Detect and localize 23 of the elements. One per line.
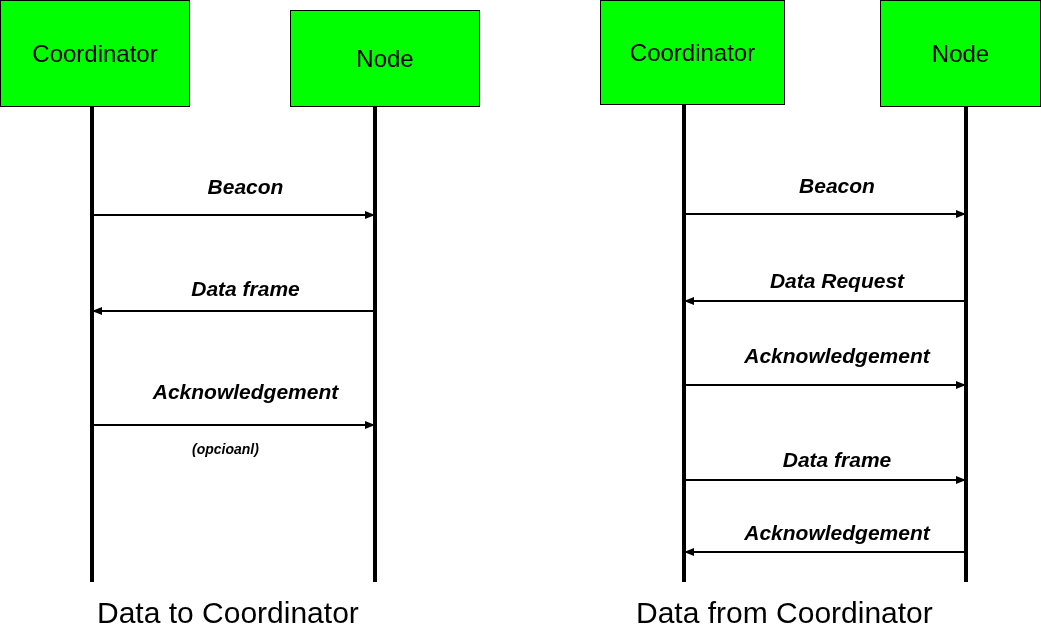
participant-box: Coordinator bbox=[600, 0, 785, 105]
edge-label: Data Request bbox=[769, 269, 905, 293]
message-arrow bbox=[92, 421, 375, 429]
message-arrow bbox=[684, 548, 966, 556]
participant-box: Node bbox=[880, 0, 1041, 107]
caption: Data to Coordinator bbox=[97, 596, 359, 630]
edge-label: Beacon bbox=[799, 174, 875, 198]
note-text: (opcioanl) bbox=[192, 441, 259, 457]
edge-label: Acknowledgement bbox=[744, 521, 930, 545]
message-arrow bbox=[684, 381, 966, 389]
participant-box: Coordinator bbox=[0, 0, 190, 107]
edge-label: Beacon bbox=[207, 175, 284, 199]
edge-label: Acknowledgement bbox=[744, 344, 930, 368]
message-arrow bbox=[684, 297, 966, 305]
participant-box: Node bbox=[290, 10, 480, 107]
message-arrow bbox=[684, 476, 966, 484]
edge-label: Data frame bbox=[191, 277, 300, 301]
caption: Data from Coordinator bbox=[636, 596, 933, 630]
message-arrow bbox=[684, 210, 966, 218]
edge-label: Data frame bbox=[782, 448, 892, 472]
message-arrow bbox=[92, 307, 375, 315]
message-arrow bbox=[92, 211, 375, 219]
edge-label: Acknowledgement bbox=[152, 380, 339, 404]
